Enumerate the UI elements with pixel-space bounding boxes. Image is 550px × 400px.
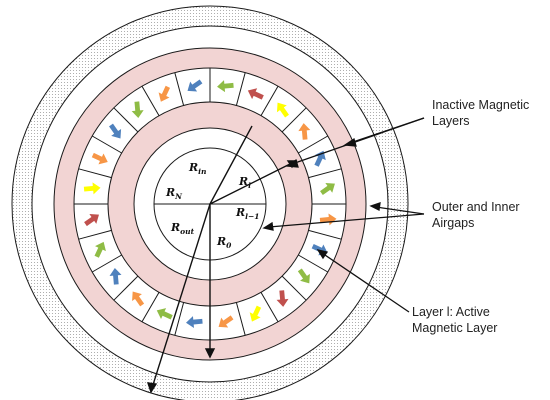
airgap-pointer-inner-head xyxy=(262,221,274,231)
r-0-arrowhead xyxy=(204,348,216,359)
airgaps-label-line1: Outer and Inner xyxy=(432,200,520,214)
airgap-pointer-inner xyxy=(268,213,425,228)
magnet-segment-divider xyxy=(113,275,139,301)
magnet-segment-divider xyxy=(260,292,279,323)
magnetization-arrow-icon xyxy=(249,305,262,322)
magnet-segment-divider xyxy=(281,275,307,301)
r-out-label: Rout xyxy=(170,221,195,236)
airgap-pointer-outer-head xyxy=(369,202,381,211)
magnetization-arrow-icon xyxy=(217,80,234,93)
magnetization-arrow-icon xyxy=(84,214,99,227)
magnetization-arrow-icon xyxy=(297,268,310,284)
magnetization-arrow-icon xyxy=(91,152,108,165)
radius-lines xyxy=(146,125,298,394)
magnet-segment-divider xyxy=(235,302,246,336)
magnetization-arrow-icon xyxy=(320,182,335,196)
magnet-segment-divider xyxy=(91,254,122,273)
r-in-line xyxy=(209,125,253,205)
active-pointer xyxy=(321,252,410,313)
magnetization-arrow-icon xyxy=(109,123,122,139)
magnetization-arrow-icon xyxy=(109,267,122,285)
magnetization-arrow-icon xyxy=(187,79,203,92)
magnet-segment-divider xyxy=(141,292,160,323)
callout-pointers xyxy=(262,117,425,313)
magnet-segment-divider xyxy=(91,135,122,154)
magnetization-arrow-icon xyxy=(276,102,289,118)
magnet-segment-divider xyxy=(78,229,112,240)
magnetization-arrow-icon xyxy=(131,101,144,119)
magnet-segment-dividers xyxy=(74,68,346,340)
airgap-pointer-outer xyxy=(375,206,425,215)
r-l-minus-1-label: Rl−1 xyxy=(235,206,260,221)
radius-symbols: Rin Rl RN Rl−1 Rout R0 xyxy=(165,161,260,250)
magnet-segment-divider xyxy=(281,107,307,133)
magnetization-arrow-icon xyxy=(156,308,173,320)
magnet-segment-divider xyxy=(235,72,246,106)
r-0-label: R0 xyxy=(216,235,232,250)
magnet-segment-divider xyxy=(308,168,342,179)
magnet-segment-divider xyxy=(298,135,329,154)
inactive-pointer-inner xyxy=(291,117,425,165)
magnet-segment-divider xyxy=(298,254,329,273)
magnet-segment-divider xyxy=(174,72,185,106)
active-layer-label-line2: Magnetic Layer xyxy=(412,321,497,335)
r-in-label: Rin xyxy=(188,161,206,176)
magnetization-arrow-icon xyxy=(218,315,234,328)
magnetization-arrow-icon xyxy=(298,123,311,140)
inactive-layers-label-line2: Layers xyxy=(432,114,470,128)
airgaps-label-line2: Airgaps xyxy=(432,216,474,230)
magnetization-arrows xyxy=(83,79,337,329)
inactive-layers-label-line1: Inactive Magnetic xyxy=(432,98,529,112)
magnet-segment-divider xyxy=(260,85,279,116)
r-out-arrowhead xyxy=(146,382,158,394)
callout-labels: Inactive Magnetic Layers Outer and Inner… xyxy=(412,98,529,335)
r-l-line xyxy=(209,162,293,205)
magnetization-arrow-icon xyxy=(132,291,145,307)
inactive-pointer-inner-head xyxy=(285,158,299,168)
magnetization-arrow-icon xyxy=(186,316,203,329)
active-layer-label-line1: Layer l: Active xyxy=(412,305,490,319)
magnetization-arrow-icon xyxy=(319,213,337,226)
magnet-segment-divider xyxy=(78,168,112,179)
r-out-line xyxy=(151,203,211,389)
magnetization-arrow-icon xyxy=(158,85,171,102)
magnetization-arrow-icon xyxy=(247,88,264,100)
magnet-segment-divider xyxy=(308,229,342,240)
magnet-segment-divider xyxy=(113,107,139,133)
magnet-segment-divider xyxy=(174,302,185,336)
active-pointer-head xyxy=(316,249,329,260)
magnet-segment-divider xyxy=(141,85,160,116)
magnetization-arrow-icon xyxy=(94,241,106,258)
magnetization-arrow-icon xyxy=(276,290,289,307)
r-n-label: RN xyxy=(165,186,183,201)
magnetization-arrow-icon xyxy=(83,182,101,195)
r-l-label: Rl xyxy=(238,175,251,190)
